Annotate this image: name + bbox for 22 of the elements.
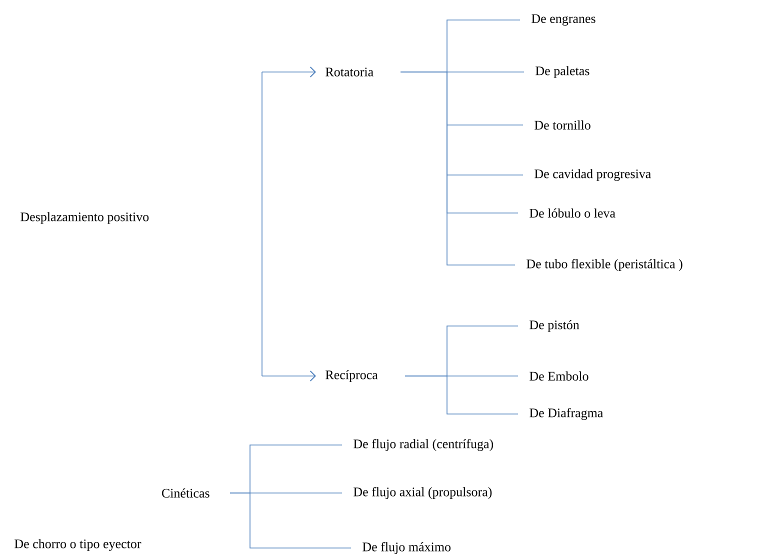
category-text: De Diafragma bbox=[530, 408, 604, 420]
category-text: De lóbulo o leva bbox=[530, 208, 616, 218]
category-text: De flujo axial (propulsora) bbox=[354, 487, 492, 499]
category-text: Desplazamiento positivo bbox=[20, 212, 149, 224]
category-text: De flujo radial (centrífuga) bbox=[354, 439, 494, 451]
category-text: De tornillo bbox=[534, 120, 590, 130]
category-text: Recíproca bbox=[326, 370, 378, 382]
category-text: De flujo máximo bbox=[362, 542, 451, 554]
category-text: De pistón bbox=[530, 320, 580, 332]
category-text: Rotatoria bbox=[326, 68, 374, 76]
category-text: De chorro o tipo eyector bbox=[14, 539, 142, 551]
category-text: De paletas bbox=[536, 66, 590, 78]
branch-line bbox=[400, 72, 516, 266]
branch-line bbox=[404, 376, 518, 414]
category-text: De engranes bbox=[532, 14, 596, 26]
category-text: De Embolo bbox=[530, 371, 588, 381]
category-text: De cavidad progresiva bbox=[534, 169, 651, 181]
category-text: De tubo flexible (peristáltica ) bbox=[526, 259, 682, 271]
category-text: Cinéticas bbox=[162, 488, 210, 498]
arrow bbox=[262, 370, 316, 382]
branch-line bbox=[230, 492, 352, 548]
arrow bbox=[262, 66, 316, 78]
